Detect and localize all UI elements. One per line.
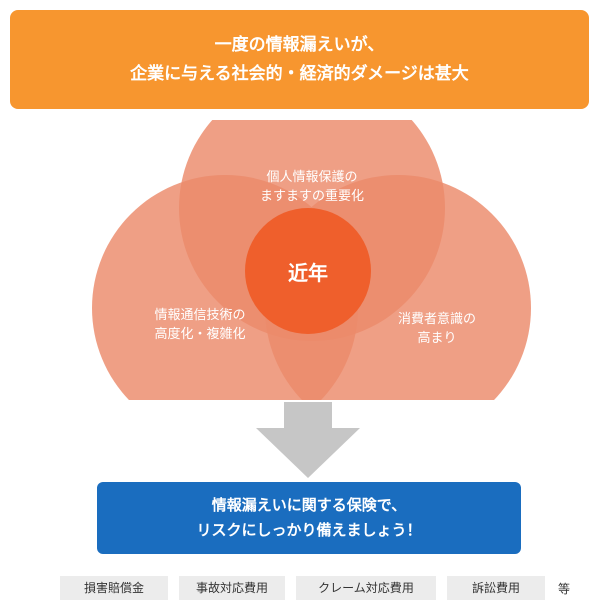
venn-label-top-line-2: ますますの重要化: [259, 189, 364, 204]
venn-center-label: 近年: [288, 261, 328, 285]
venn-label-top: 個人情報保護の ますますの重要化: [222, 168, 402, 206]
headline-banner: 一度の情報漏えいが、 企業に与える社会的・経済的ダメージは甚大: [10, 10, 589, 109]
venn-diagram: [92, 120, 531, 400]
venn-label-left: 情報通信技術の 高度化・複雑化: [110, 306, 290, 344]
headline-line-2: 企業に与える社会的・経済的ダメージは甚大: [130, 63, 469, 84]
coverage-etc-suffix: 等: [558, 581, 571, 596]
coverage-tag: 事故対応費用: [179, 576, 285, 600]
venn-label-right-line-1: 消費者意識の: [397, 312, 476, 327]
coverage-tag: 損害賠償金: [60, 576, 168, 600]
conclusion-line-1: 情報漏えいに関する保険で、: [211, 496, 407, 514]
coverage-tag: 訴訟費用: [447, 576, 545, 600]
venn-label-right-line-2: 高まり: [417, 331, 457, 346]
venn-label-left-line-2: 高度化・複雑化: [154, 327, 246, 342]
venn-label-right: 消費者意識の 高まり: [347, 310, 527, 348]
down-arrow-icon: [256, 402, 360, 478]
venn-center-circle: [245, 208, 371, 334]
conclusion-banner: 情報漏えいに関する保険で、 リスクにしっかり備えましょう！: [97, 482, 521, 554]
venn-label-top-line-1: 個人情報保護の: [266, 170, 358, 185]
coverage-list: 損害賠償金 事故対応費用 クレーム対応費用 訴訟費用 等: [60, 576, 570, 600]
venn-label-left-line-1: 情報通信技術の: [154, 308, 246, 323]
conclusion-line-2: リスクにしっかり備えましょう！: [196, 521, 422, 539]
headline-line-1: 一度の情報漏えいが、: [214, 34, 385, 55]
coverage-tag: クレーム対応費用: [296, 576, 436, 600]
